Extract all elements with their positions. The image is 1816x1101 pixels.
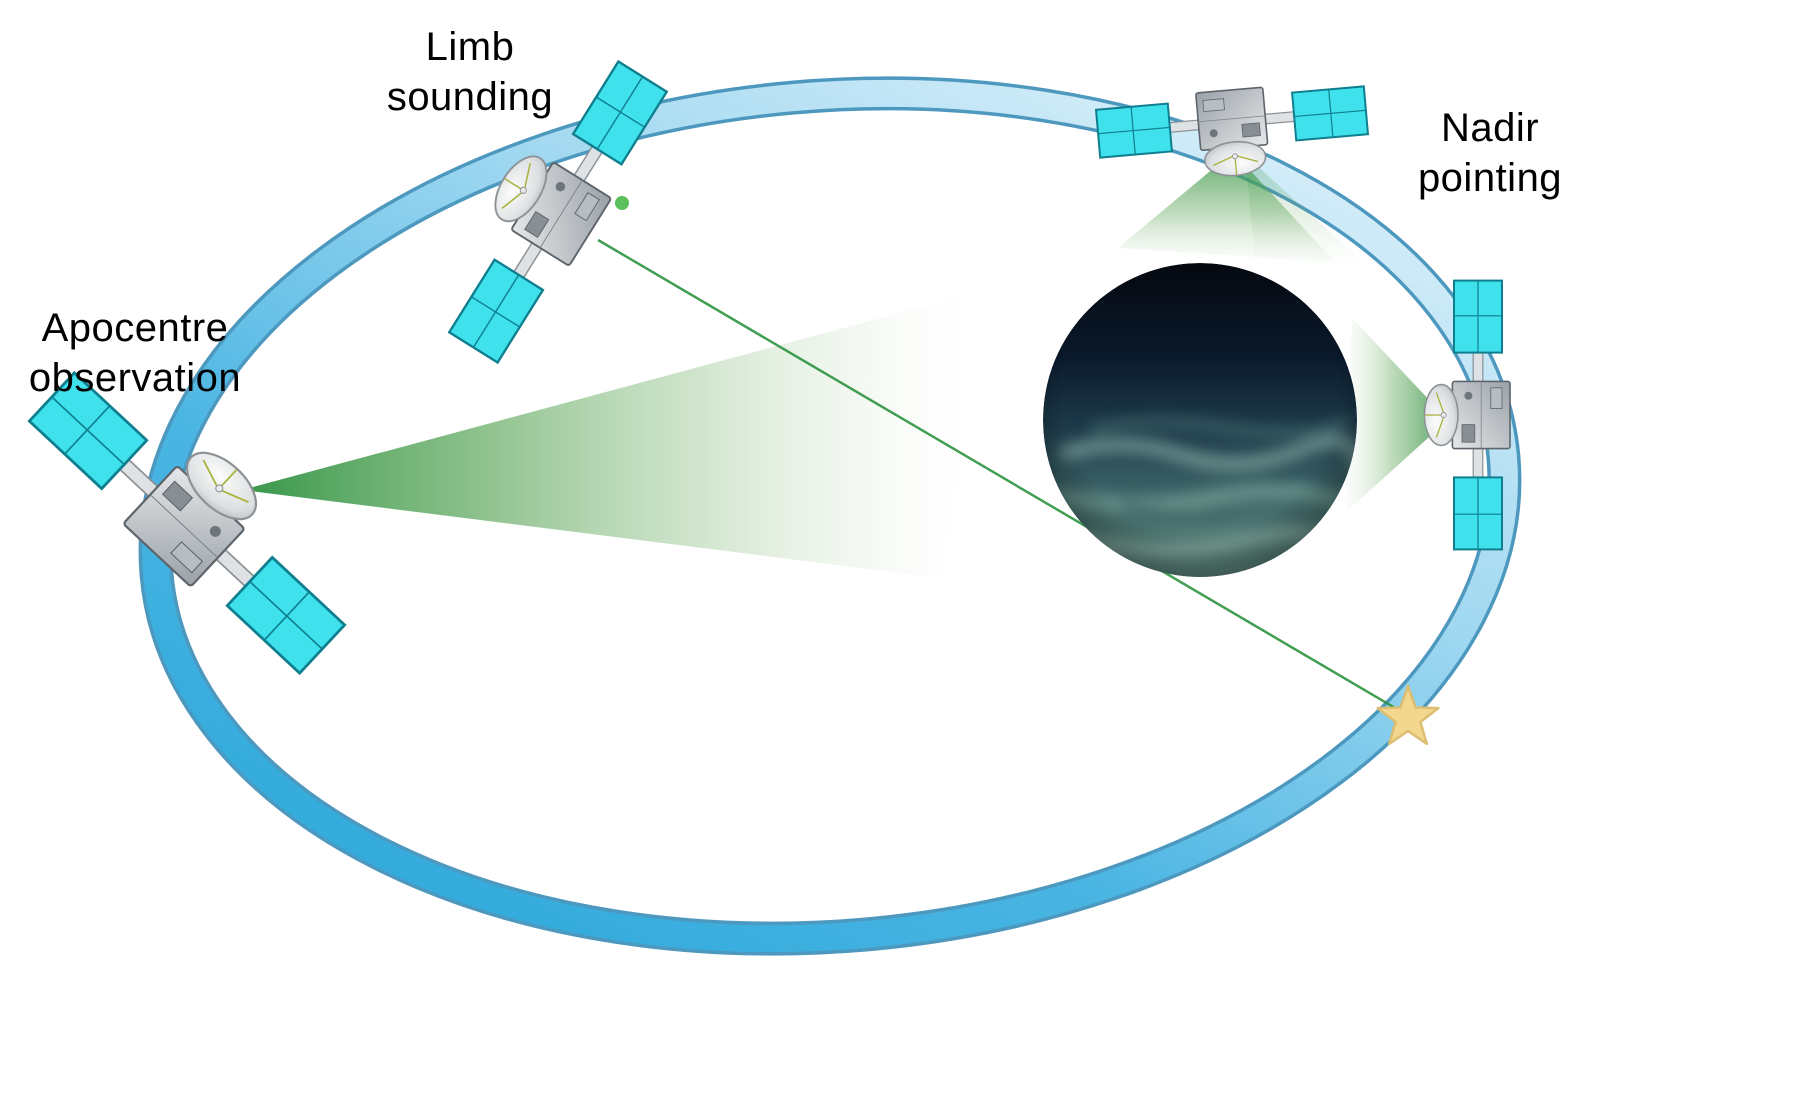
label-apocentre-observation-line2: observation: [28, 356, 242, 400]
label-apocentre-observation-line1: Apocentre: [41, 306, 229, 350]
planet-limb-shading: [1043, 263, 1357, 577]
star-icon: [1376, 684, 1440, 746]
limb-sounding-sight-line: [597, 238, 1403, 714]
label-limb-sounding-line1: Limb: [425, 25, 515, 69]
label-nadir-pointing-line2: pointing: [1417, 156, 1563, 200]
label-apocentre-observation: Apocentre observation: [0, 303, 270, 403]
label-nadir-pointing-line1: Nadir: [1440, 106, 1540, 150]
apocentre-observation-cone: [242, 288, 992, 578]
planet: [1043, 263, 1357, 577]
label-nadir-pointing: Nadir pointing: [1320, 103, 1660, 203]
label-limb-sounding-line2: sounding: [386, 75, 554, 119]
orbit-ellipse: [138, 76, 1522, 956]
nadir-cone-top-secondary: [1245, 155, 1370, 268]
orbit-band: [142, 79, 1518, 953]
label-limb-sounding: Limb sounding: [300, 22, 640, 122]
nadir-cone-right: [1346, 318, 1448, 512]
limb-instrument-dot: [615, 196, 629, 210]
